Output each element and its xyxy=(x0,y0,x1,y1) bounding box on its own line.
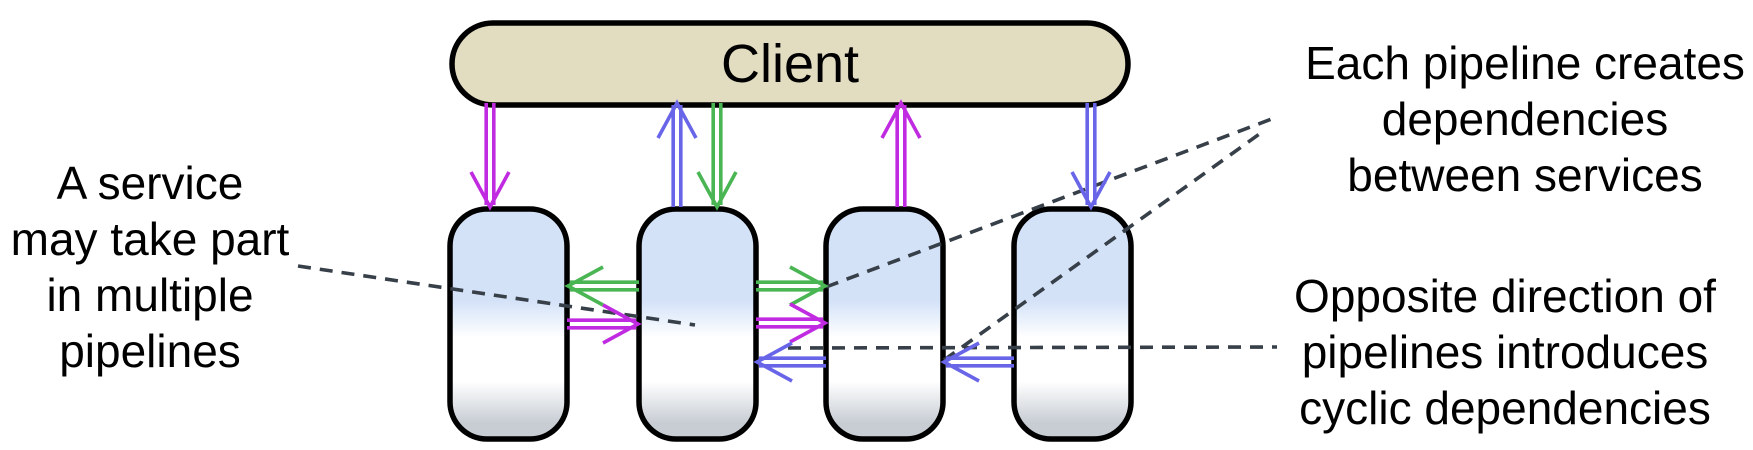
arrow-service2-to-service1-left-icon xyxy=(564,265,639,307)
annotation-line: pipelines introduces xyxy=(1301,326,1709,378)
annotation-pipeline-dependencies: Each pipeline creates dependencies betwe… xyxy=(1300,35,1750,203)
arrow-client-to-service4-down-icon xyxy=(1070,103,1112,211)
annotation-line: may take part xyxy=(10,213,290,265)
leader-line-service-multiple-pipelines xyxy=(297,264,696,327)
annotation-line: Opposite direction of xyxy=(1294,270,1716,322)
annotation-line: between services xyxy=(1347,149,1703,201)
arrow-service3-to-service2-left-icon xyxy=(753,341,826,383)
service-box-1 xyxy=(447,206,570,442)
arrow-service3-to-client-up-icon xyxy=(880,99,922,207)
client-node xyxy=(449,20,1131,108)
arrow-client-to-service1-down-icon xyxy=(469,103,511,211)
client-node-label: Client xyxy=(720,34,860,94)
arrow-service2-to-client-up-icon xyxy=(656,99,698,207)
annotation-line: pipelines xyxy=(59,325,241,377)
annotation-line: in multiple xyxy=(46,269,254,321)
annotation-line: A service xyxy=(56,157,244,209)
annotation-service-multiple-pipelines: A service may take part in multiple pipe… xyxy=(0,155,300,379)
annotation-line: cyclic dependencies xyxy=(1299,382,1711,434)
leader-line-cyclic-dependencies xyxy=(787,345,1278,350)
arrow-service4-to-service3-left-icon xyxy=(940,341,1014,383)
annotation-line: Each pipeline creates xyxy=(1305,37,1745,89)
service-box-3 xyxy=(823,206,946,442)
service-box-4 xyxy=(1011,206,1134,442)
arrow-service1-to-service2-right-icon xyxy=(567,303,642,345)
leader-line-dependencies-to-green-arrow xyxy=(825,115,1278,289)
arrow-service2-to-service3-right-green-icon xyxy=(756,265,829,307)
annotation-cyclic-dependencies: Opposite direction of pipelines introduc… xyxy=(1285,268,1725,436)
arrow-service2-to-service3-right-magenta-icon xyxy=(756,302,829,344)
service-box-2 xyxy=(636,206,759,442)
arrow-client-to-service2-down-icon xyxy=(696,103,738,211)
annotation-line: dependencies xyxy=(1381,93,1669,145)
